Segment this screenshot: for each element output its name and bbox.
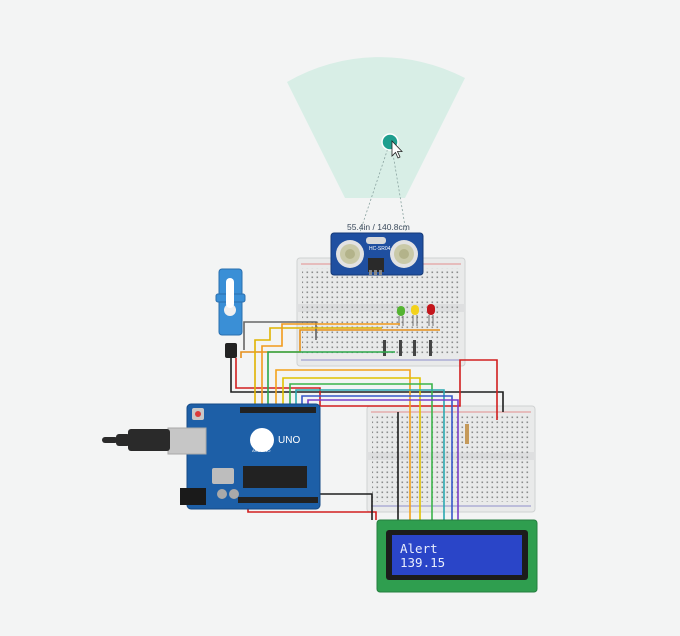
lcd-line-2: 139.15 — [400, 555, 445, 570]
breadboard-bottom[interactable] — [366, 405, 536, 513]
arduino-uno-board[interactable]: UNO ARDUINO — [167, 403, 321, 510]
led-green[interactable] — [397, 306, 405, 326]
resistor-top-4[interactable] — [429, 340, 432, 356]
sensor-model-label: HC-SR04 — [369, 246, 391, 252]
ultrasonic-sensor[interactable]: HC-SR04 — [330, 232, 424, 276]
usb-cable — [102, 429, 170, 451]
led-red[interactable] — [427, 304, 435, 326]
cursor-arrow-icon — [391, 140, 403, 159]
wires — [230, 321, 504, 520]
distance-label: 55.4in / 140.8cm — [347, 222, 410, 232]
cone-guide-right — [390, 141, 407, 233]
resistor-top-1[interactable] — [383, 340, 386, 356]
lcd-line-1: Alert — [400, 541, 438, 556]
resistor-top-3[interactable] — [413, 340, 416, 356]
sensor-detection-cone — [287, 57, 465, 199]
servo-motor[interactable] — [215, 268, 246, 358]
resistor-top-2[interactable] — [399, 340, 402, 356]
lcd-display[interactable]: Alert 139.15 — [376, 519, 538, 593]
potentiometer-resistor[interactable] — [465, 424, 469, 444]
arduino-model-label: UNO — [278, 435, 300, 446]
led-yellow[interactable] — [411, 305, 419, 326]
arduino-brand-label: ARDUINO — [252, 448, 270, 453]
